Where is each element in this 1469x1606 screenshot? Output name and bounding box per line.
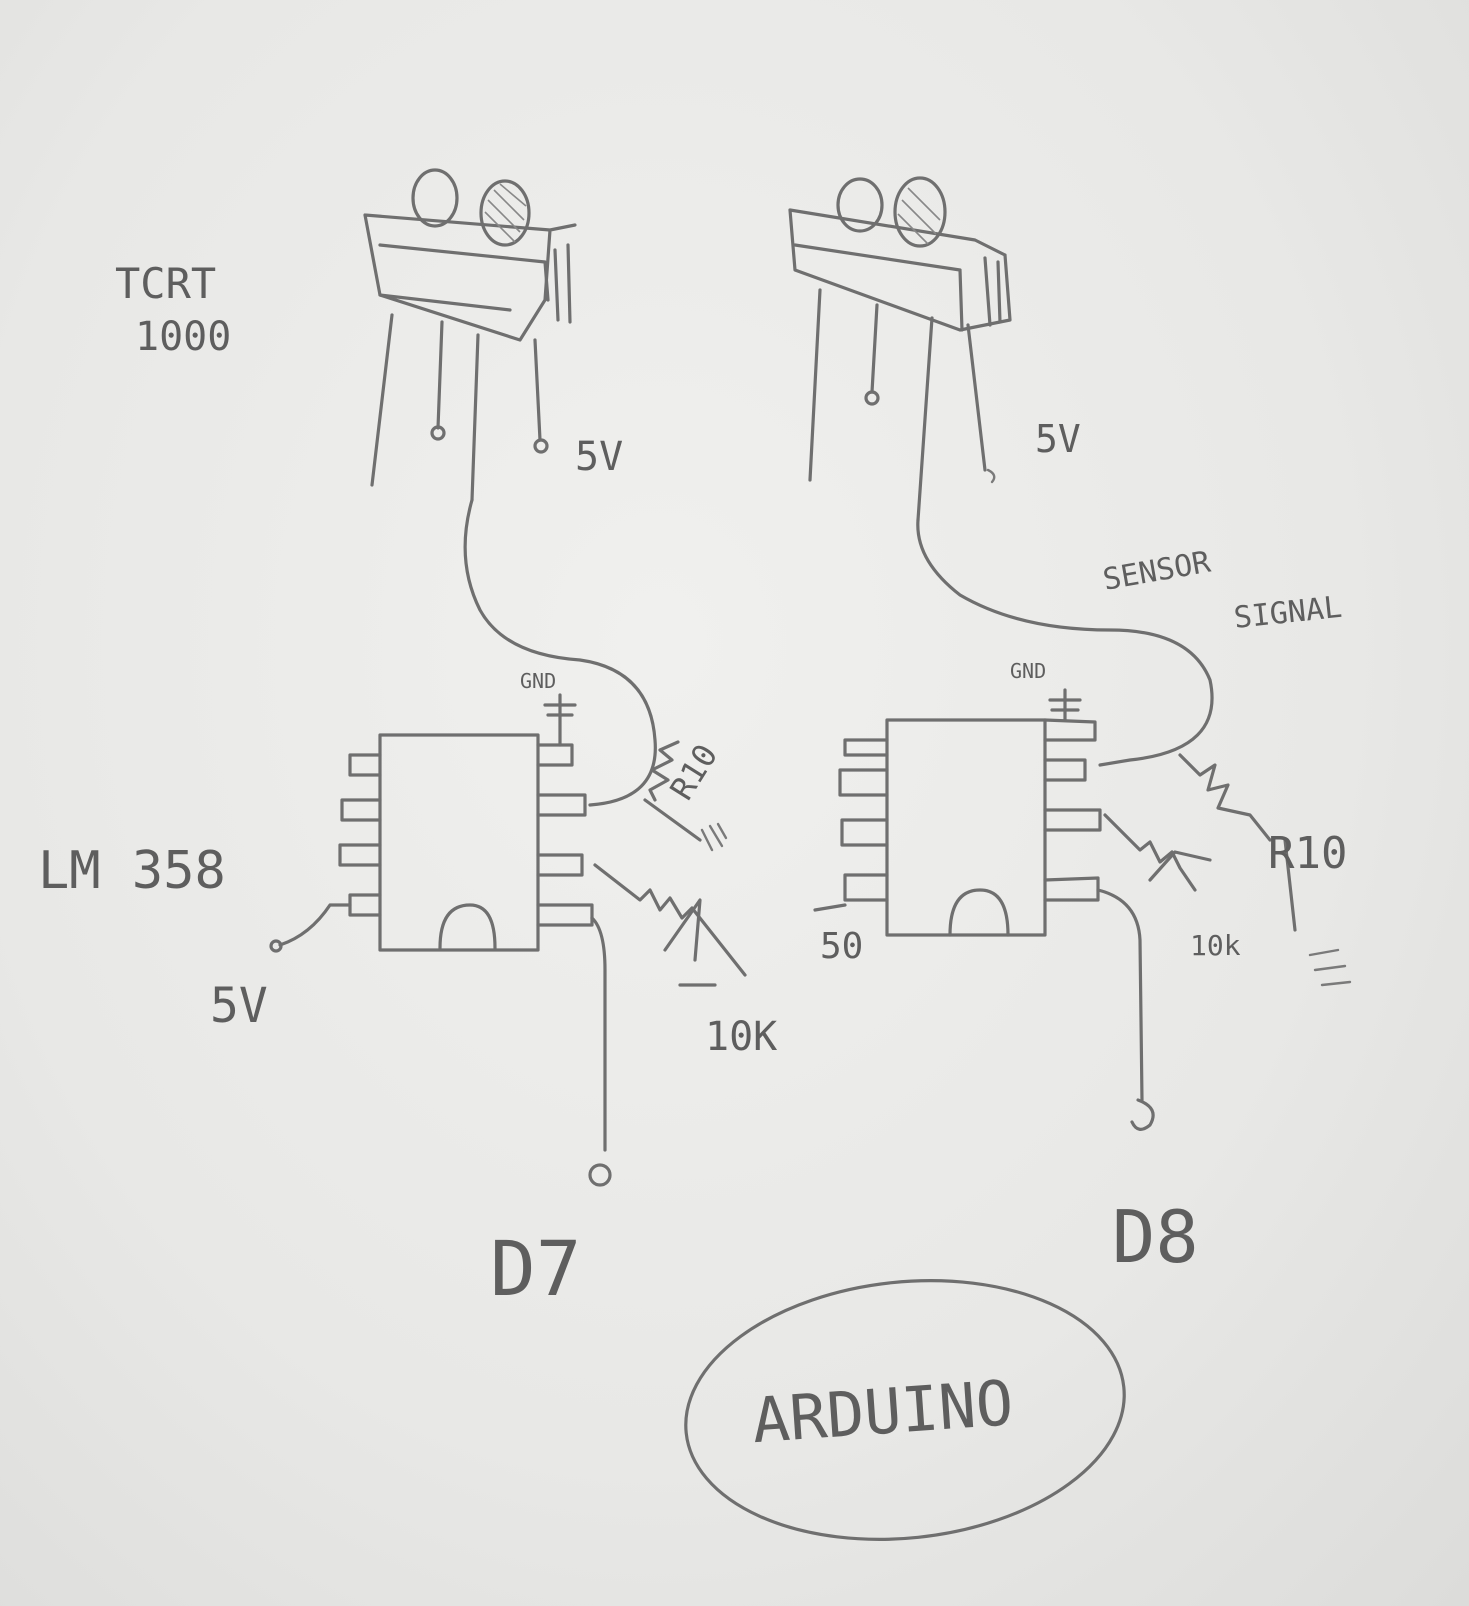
- left-signal-wire: [463, 498, 657, 807]
- right-10k-potentiometer: [1103, 813, 1212, 892]
- opamp-label: LM 358: [38, 841, 226, 901]
- left-gnd-label: GND: [520, 669, 556, 693]
- sensor-name-line2: 1000: [135, 314, 231, 360]
- sensor-signal-line1: SENSOR: [1100, 544, 1214, 597]
- left-r10-resistor: [643, 740, 728, 852]
- arduino-label: ARDUINO: [750, 1366, 1016, 1457]
- right-d8-terminal: [1130, 1098, 1155, 1131]
- right-r10-resistor: [1178, 753, 1352, 987]
- right-sensor-5v-label: 5V: [1035, 417, 1081, 461]
- right-supply-label: 50: [820, 926, 863, 967]
- right-output-wire: [1096, 888, 1144, 1102]
- sensor-signal-line2: SIGNAL: [1232, 590, 1343, 636]
- right-gnd-label: GND: [1010, 659, 1046, 683]
- left-resistor-label: R10: [662, 737, 725, 806]
- left-supply-label: 5V: [210, 978, 268, 1034]
- left-output-wire: [590, 916, 607, 1152]
- left-d7-terminal: [588, 1163, 612, 1187]
- arduino-outline: [684, 1279, 1126, 1541]
- left-pin-label: D7: [490, 1224, 582, 1313]
- right-resistor-label: R10: [1268, 828, 1347, 879]
- right-pot-label: 10k: [1190, 929, 1241, 962]
- sensor-name-line1: TCRT: [115, 259, 216, 308]
- left-tcrt1000-sensor: [363, 168, 577, 502]
- right-lm358-chip: [813, 688, 1102, 937]
- left-sensor-5v-label: 5V: [575, 434, 623, 480]
- left-pot-label: 10K: [705, 1014, 777, 1060]
- right-tcrt1000-sensor: [788, 176, 1012, 522]
- left-10k-potentiometer: [593, 863, 747, 987]
- right-pin-label: D8: [1112, 1195, 1199, 1279]
- right-signal-wire: [916, 518, 1214, 767]
- left-lm358-chip: [269, 693, 594, 953]
